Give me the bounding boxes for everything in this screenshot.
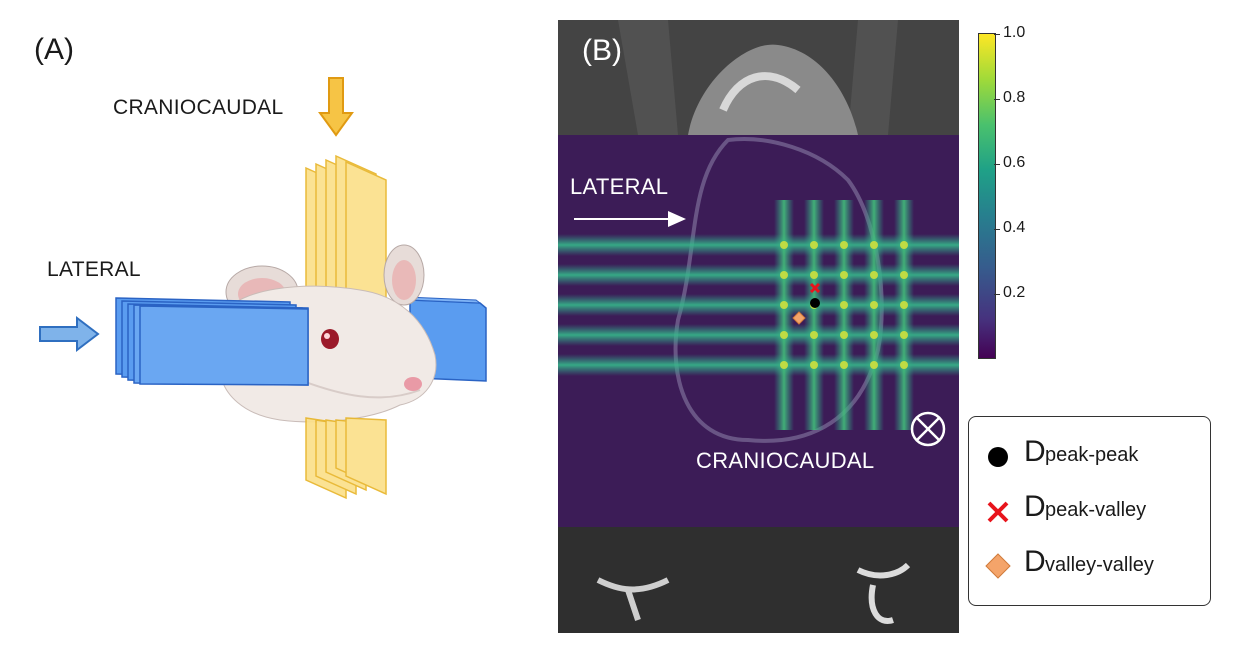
legend-subscript: peak-valley [1045,499,1147,521]
colorbar-tick-label: 1.0 [1003,24,1026,41]
panel-b-image: (B) LATERAL CRANIOCAUDAL [558,20,959,633]
valley-valley-marker [792,311,806,325]
legend-subscript: peak-peak [1045,444,1139,466]
lateral-label-b: LATERAL [570,174,669,199]
colorbar-tick [994,34,1000,35]
colorbar-tick [994,294,1000,295]
craniocaudal-label-b: CRANIOCAUDAL [696,448,875,473]
colorbar-tick-label: 0.2 [1003,284,1026,301]
craniocaudal-planes-lower [305,417,387,500]
lateral-arrow-b-icon [574,211,686,227]
vertical-beams [774,200,914,430]
panel-b-label: (B) [582,34,622,67]
lateral-arrow-icon [39,315,100,353]
colorbar-tick-label: 0.4 [1003,219,1026,236]
lateral-planes-left [115,297,309,386]
legend: D peak-peak D peak-valley D valley-valle… [968,416,1211,606]
peak-peak-marker [810,298,820,308]
colorbar [978,33,996,359]
panel-a-illustration [39,77,487,500]
legend-symbol: D [1024,435,1046,468]
craniocaudal-planes [305,154,387,322]
legend-circle-icon [988,447,1008,467]
peak-valley-marker [809,282,821,294]
craniocaudal-label-a: CRANIOCAUDAL [113,96,284,119]
legend-cross-icon [987,501,1009,523]
craniocaudal-arrow-icon [318,77,354,137]
legend-symbol: D [1024,545,1046,578]
panel-a-label: (A) [34,33,74,66]
colorbar-tick [994,164,1000,165]
peak-intersections [780,241,908,369]
into-page-symbol-icon [910,411,946,447]
colorbar-tick [994,229,1000,230]
lateral-label-a: LATERAL [47,258,141,281]
colorbar-tick [994,99,1000,100]
legend-diamond-icon [985,553,1011,579]
legend-subscript: valley-valley [1045,554,1154,576]
horizontal-beams [558,234,959,376]
legend-symbol: D [1024,490,1046,523]
colorbar-tick-label: 0.6 [1003,154,1026,171]
colorbar-tick-label: 0.8 [1003,89,1026,106]
